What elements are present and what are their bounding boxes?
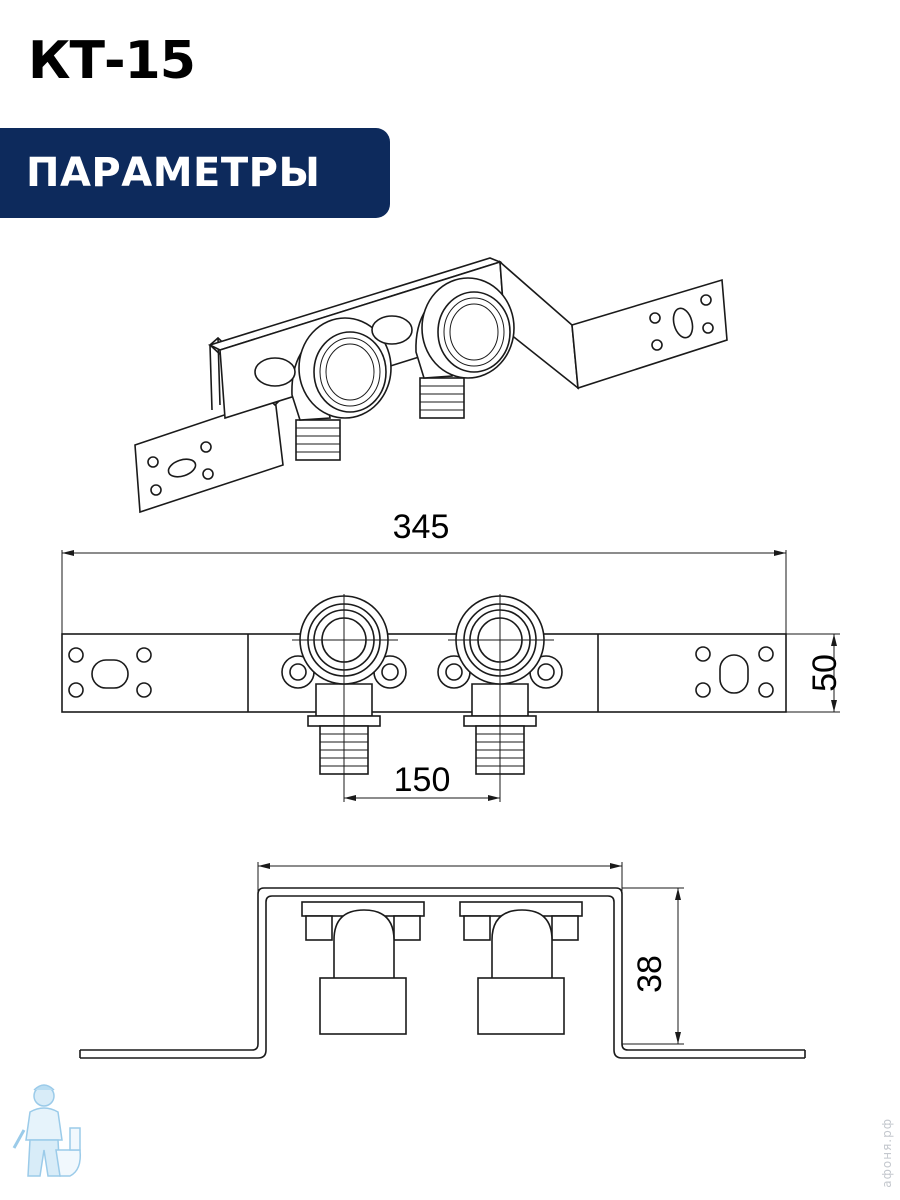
front-view: 345 50 — [61, 508, 844, 802]
dim-overall-length: 345 — [393, 508, 450, 546]
product-title: КТ-15 — [28, 31, 196, 91]
top-view: 38 — [79, 862, 806, 1059]
dim-bracket-height: 50 — [806, 654, 844, 692]
dim-outlet-spacing: 150 — [394, 761, 451, 799]
section-banner: ПАРАМЕТРЫ — [0, 128, 390, 218]
isometric-view — [134, 257, 728, 514]
watermark: афоня.рф — [880, 1118, 894, 1188]
dim-depth: 38 — [631, 955, 669, 993]
section-label: ПАРАМЕТРЫ — [26, 150, 321, 196]
plumber-mascot-icon — [12, 1084, 82, 1177]
